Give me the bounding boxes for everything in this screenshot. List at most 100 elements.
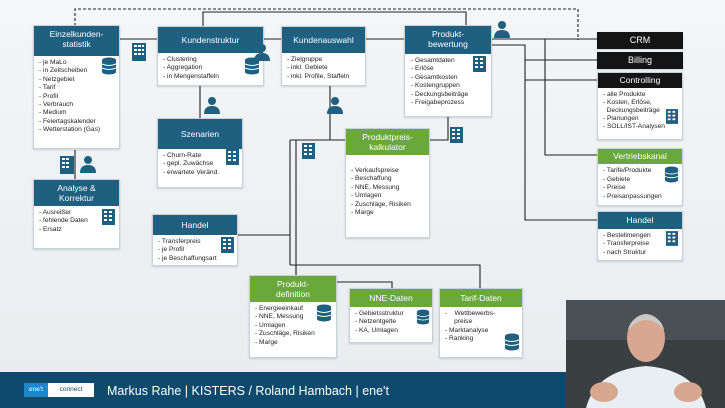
list-item: - Feiertagskalender: [39, 117, 96, 125]
list-item: - Churn-Rate: [163, 152, 202, 159]
node-controlling: Controlling - alle Produkte - Kosten, Er…: [597, 72, 683, 140]
list-item: - Planungen: [603, 115, 639, 122]
node-kundenstruktur: Kundenstruktur - Clustering - Aggregatio…: [157, 26, 264, 86]
node-list: - alle Produkte - Kosten, Erlöse, Deckun…: [598, 88, 682, 134]
user-icon: [327, 97, 343, 114]
speaker-figure: [566, 300, 725, 408]
node-title: Produktpreis- kalkulator: [346, 129, 429, 155]
node-title: Vertriebskanal: [598, 149, 682, 164]
node-einzelkunden: Einzelkunden- statistik - je MaLo - in Z…: [33, 25, 120, 149]
node-title: Controlling: [598, 73, 682, 88]
building-icon: [102, 209, 115, 225]
list-item: - Verkaufspreise: [351, 167, 399, 174]
node-title: Handel: [153, 215, 237, 235]
list-item: - NNE, Messung: [255, 313, 304, 321]
database-icon: [416, 309, 430, 325]
node-list: - Tarife/Produkte - Gebiete - Preise - P…: [598, 164, 682, 204]
node-list: - Churn-Rate - gepl. Zuwächse - erwartet…: [158, 149, 242, 180]
node-nne-daten: NNE-Daten - Gebietsstruktur - Netzentgel…: [349, 288, 433, 343]
list-item: - Ranking: [445, 335, 474, 343]
list-item: - inkl. Profile, Staffeln: [287, 72, 350, 80]
list-item: - Gebietsstruktur: [355, 310, 404, 317]
list-item: - Marge: [351, 209, 374, 217]
list-item: - Zuschläge, Risiken: [255, 330, 315, 338]
building-icon: [226, 149, 239, 165]
list-item: - nach Struktur: [603, 248, 647, 256]
node-analyse: Analyse & Korrektur - Ausreißer - fehlen…: [33, 179, 120, 249]
list-item: - Ausreißer: [39, 209, 72, 216]
node-list: - Bestellmengen - Transferpreise - nach …: [598, 229, 682, 260]
list-item: - Wetterstation (Gas): [39, 126, 101, 134]
node-vertriebskanal: Vertriebskanal - Tarife/Produkte - Gebie…: [597, 148, 683, 206]
list-item: - erwartete Veränd.: [163, 168, 220, 176]
node-list: - Wettbewerbs- preise - Marktanalyse - R…: [440, 307, 522, 347]
building-icon: [60, 156, 74, 174]
list-item: - Transferpreis: [158, 238, 201, 245]
list-item: - Preisanpassungen: [603, 192, 662, 200]
building-icon: [666, 231, 678, 246]
node-title: Kundenauswahl: [282, 27, 365, 53]
list-item: - Erlöse: [411, 65, 434, 73]
list-item: - Marktanalyse: [445, 326, 489, 334]
node-title: CRM: [597, 32, 683, 49]
node-kundenauswahl: Kundenauswahl - Zielgruppe - inkl. Gebie…: [281, 26, 366, 86]
user-icon: [494, 21, 510, 38]
list-item: - SOLL/IST-Analysen: [603, 123, 665, 130]
list-item: - Medium: [39, 109, 67, 117]
node-handel-right: Handel - Bestellmengen - Transferpreise …: [597, 211, 683, 261]
node-title: Produkt- definition: [250, 276, 336, 302]
list-item: - je MaLo: [39, 59, 67, 66]
building-icon: [666, 109, 678, 124]
node-preiskalkulator: Produktpreis- kalkulator - Verkaufspreis…: [345, 128, 430, 238]
list-item: - Netzentgelte: [355, 318, 397, 326]
list-item: - fehlende Daten: [39, 217, 88, 225]
list-item: - Freigabeprozess: [411, 99, 465, 107]
list-item: - Umlagen: [255, 321, 286, 329]
node-billing: Billing: [597, 52, 683, 69]
node-title: Szenarien: [158, 119, 242, 149]
node-title: Einzelkunden- statistik: [34, 26, 119, 56]
user-icon: [254, 44, 270, 61]
list-item: - Gesamtkosten: [411, 73, 458, 81]
list-item: - je Beschaffungsart: [158, 254, 217, 262]
node-list: - Zielgruppe - inkl. Gebiete - inkl. Pro…: [282, 53, 365, 84]
node-title: Analyse & Korrektur: [34, 180, 119, 206]
list-item: - Profil: [39, 92, 59, 100]
enet-connect-logo: ene't connect: [24, 383, 94, 397]
node-list: - Gebietsstruktur - Netzentgelte - KA, U…: [350, 307, 432, 338]
building-icon: [473, 56, 486, 72]
list-item: - Deckungsbeiträge: [411, 90, 469, 98]
node-list: - Transferpreis - je Profil - je Beschaf…: [153, 235, 237, 266]
building-icon: [132, 43, 146, 61]
database-icon: [101, 57, 117, 75]
list-item: - Wettbewerbs- preise: [445, 310, 496, 326]
building-icon: [221, 237, 234, 253]
user-icon: [204, 97, 220, 114]
speaker-video: [566, 300, 725, 408]
list-item: - Marge: [255, 338, 278, 346]
node-title: Kundenstruktur: [158, 27, 263, 53]
node-list: - Clustering - Aggregation - in Mengenst…: [158, 53, 263, 84]
list-item: - Gesamtdaten: [411, 57, 455, 64]
list-item: - Zuschläge, Risiken: [351, 200, 411, 208]
node-produktbewertung: Produkt- bewertung - Gesamtdaten - Erlös…: [404, 25, 492, 117]
node-crm: CRM: [597, 32, 683, 49]
node-list: - Ausreißer - fehlende Daten - Ersatz: [34, 206, 119, 237]
list-item: - alle Produkte: [603, 91, 646, 98]
database-icon: [664, 166, 679, 183]
list-item: - Gebiete: [603, 175, 631, 183]
list-item: - Umlagen: [351, 192, 382, 200]
node-list: - Gesamtdaten - Erlöse - Gesamtkosten - …: [405, 54, 491, 110]
list-item: - KA, Umlagen: [355, 326, 398, 334]
diagram-canvas: Einzelkunden- statistik - je MaLo - in Z…: [0, 0, 725, 372]
list-item: - Zielgruppe: [287, 56, 323, 63]
list-item: - in Mengenstaffeln: [163, 72, 219, 80]
node-title: Billing: [597, 52, 683, 69]
presenter-caption: Markus Rahe | KISTERS / Roland Hambach |…: [107, 384, 389, 398]
building-icon: [450, 127, 463, 143]
list-item: - inkl. Gebiete: [287, 64, 328, 72]
database-icon: [316, 304, 332, 322]
database-icon: [504, 333, 520, 351]
list-item: - NNE, Messung: [351, 183, 400, 191]
node-list: - Energieeinkauf - NNE, Messung - Umlage…: [250, 302, 336, 350]
